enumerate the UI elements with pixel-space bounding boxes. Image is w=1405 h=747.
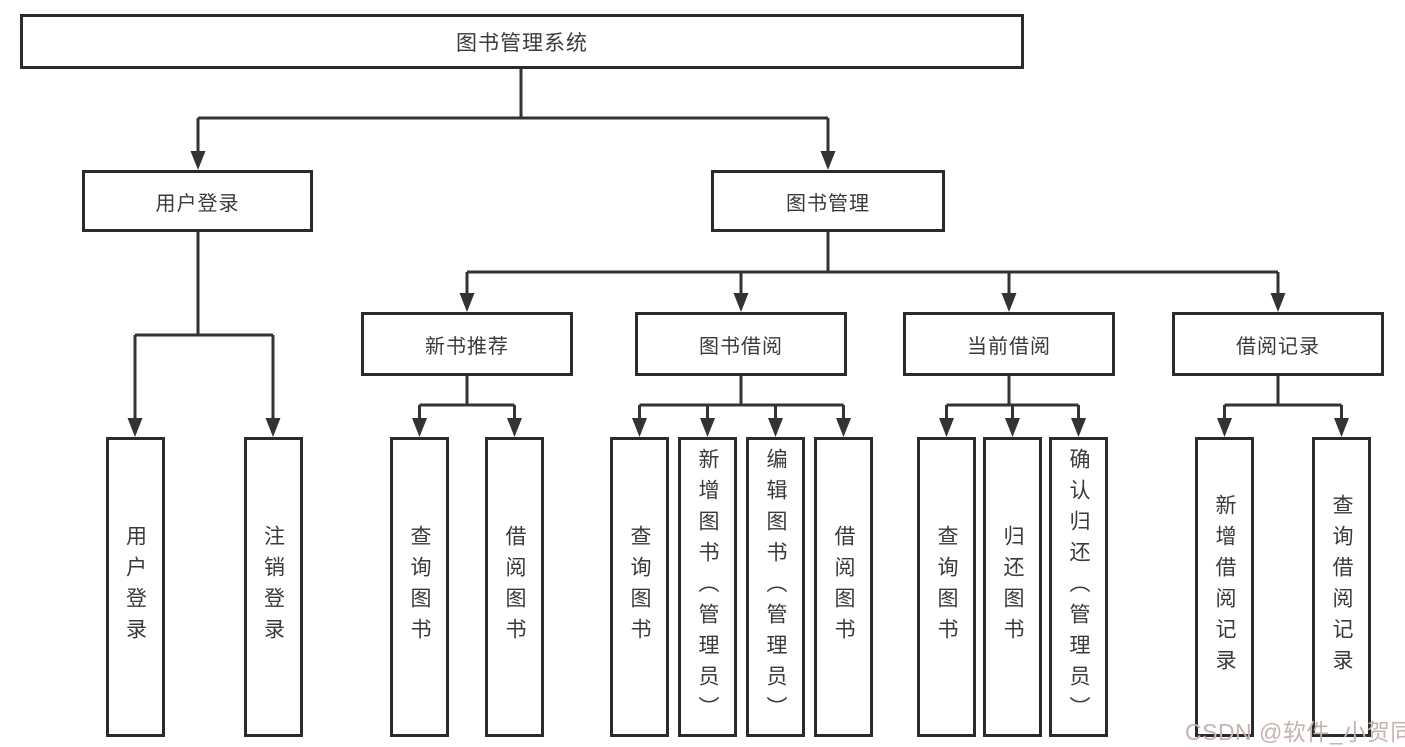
node-current-borrow: 当前借阅	[903, 312, 1115, 376]
node-leaf-logout: 注销登录	[243, 437, 303, 737]
node-new-book-recommend: 新书推荐	[361, 312, 573, 376]
node-label: 查询图书	[408, 525, 431, 649]
node-leaf-query-borrow-record: 查询借阅记录	[1312, 437, 1371, 737]
node-leaf-borrow-books-recommend: 借阅图书	[485, 437, 544, 737]
csdn-watermark: CSDN @软件_小贺同学	[1185, 719, 1405, 745]
node-label: 借阅图书	[503, 525, 526, 649]
node-label: 查询借阅记录	[1330, 494, 1353, 680]
node-label: 归还图书	[1001, 525, 1024, 649]
node-book-management: 图书管理	[711, 170, 945, 232]
node-leaf-edit-book-admin: 编辑图书（管理员）	[746, 437, 805, 737]
node-label: 借阅图书	[832, 525, 855, 649]
node-label: 查询图书	[935, 525, 958, 649]
node-leaf-query-books-current: 查询图书	[917, 437, 976, 737]
node-label: 新增图书（管理员）	[696, 447, 719, 727]
node-label: 新书推荐	[425, 335, 509, 358]
node-label: 图书管理系统	[456, 31, 588, 55]
node-leaf-add-book-admin: 新增图书（管理员）	[678, 437, 737, 737]
node-book-borrow: 图书借阅	[635, 312, 847, 376]
node-leaf-borrow-books: 借阅图书	[814, 437, 873, 737]
node-label: 图书管理	[786, 192, 870, 215]
node-label: 查询图书	[628, 525, 651, 649]
node-leaf-query-books-recommend: 查询图书	[390, 437, 449, 737]
node-leaf-user-login: 用户登录	[105, 437, 165, 737]
arrowheads	[127, 151, 1349, 437]
node-label: 用户登录	[123, 525, 147, 649]
node-leaf-query-books-borrow: 查询图书	[610, 437, 669, 737]
node-leaf-add-borrow-record: 新增借阅记录	[1195, 437, 1254, 737]
node-leaf-confirm-return-admin: 确认归还（管理员）	[1049, 437, 1108, 737]
node-label: 注销登录	[261, 525, 285, 649]
node-label: 图书借阅	[699, 335, 783, 358]
node-label: 新增借阅记录	[1213, 494, 1236, 680]
node-label: 当前借阅	[967, 335, 1051, 358]
node-leaf-return-book: 归还图书	[983, 437, 1042, 737]
node-label: 借阅记录	[1236, 335, 1320, 358]
node-user-login: 用户登录	[82, 170, 313, 232]
node-borrow-records: 借阅记录	[1172, 312, 1384, 376]
node-label: 用户登录	[155, 192, 240, 215]
node-label: 确认归还（管理员）	[1067, 447, 1090, 727]
node-label: 编辑图书（管理员）	[764, 447, 787, 727]
node-system-root: 图书管理系统	[20, 14, 1024, 69]
